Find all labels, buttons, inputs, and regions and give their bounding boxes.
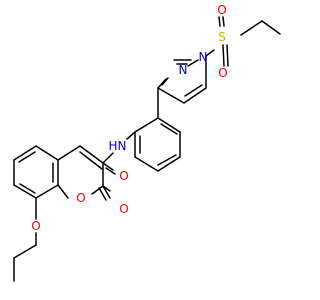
lactone-carbonyl-oxygen-label: O xyxy=(119,202,128,216)
bond xyxy=(134,117,159,133)
bond xyxy=(222,16,225,27)
bond xyxy=(19,183,36,194)
pyridazine-nitrogen-label: N xyxy=(199,50,208,64)
bond xyxy=(102,162,114,171)
atom-label-layer: O O O O N H N N S O O xyxy=(31,3,227,233)
bond xyxy=(161,77,169,86)
sulfur-label: S xyxy=(218,30,226,44)
bond xyxy=(157,156,181,172)
bond xyxy=(187,59,199,67)
sulfonyl-oxygen-label: O xyxy=(218,66,227,80)
ring-oxygen-label: O xyxy=(76,191,85,205)
bond xyxy=(13,244,37,259)
bond xyxy=(79,145,104,164)
bond xyxy=(126,131,136,140)
bond xyxy=(35,184,59,199)
bond xyxy=(79,151,103,170)
bond xyxy=(226,44,229,67)
bond xyxy=(218,16,221,27)
bond xyxy=(134,156,159,172)
bond xyxy=(261,20,281,35)
bond xyxy=(35,145,59,161)
bond xyxy=(105,167,116,175)
bond-layer xyxy=(13,16,281,282)
amide-carbonyl-oxygen-label: O xyxy=(119,169,128,183)
bond xyxy=(102,185,111,199)
bond xyxy=(160,123,178,135)
ether-oxygen-label: O xyxy=(31,219,40,233)
bond xyxy=(157,87,185,104)
bond xyxy=(157,78,167,89)
bond xyxy=(91,185,104,195)
bond xyxy=(222,44,225,67)
bond xyxy=(240,20,263,36)
bond xyxy=(157,117,181,133)
bond xyxy=(157,154,177,166)
bond xyxy=(57,145,81,161)
bond xyxy=(57,184,69,199)
bond xyxy=(13,145,37,161)
bond xyxy=(184,84,203,97)
bond xyxy=(13,184,37,199)
bond xyxy=(18,151,36,163)
amide-hydrogen-label: H xyxy=(108,139,117,153)
bond xyxy=(183,87,207,104)
sulfonyl-oxygen-label: O xyxy=(217,3,226,17)
bond xyxy=(102,152,114,164)
chemical-structure-diagram: O O O O N H N N S O O xyxy=(13,3,281,282)
bond xyxy=(98,187,107,201)
pyridazine-nitrogen-label: N xyxy=(179,63,188,77)
amide-nitrogen-label: N xyxy=(118,139,127,153)
bond xyxy=(205,49,215,57)
